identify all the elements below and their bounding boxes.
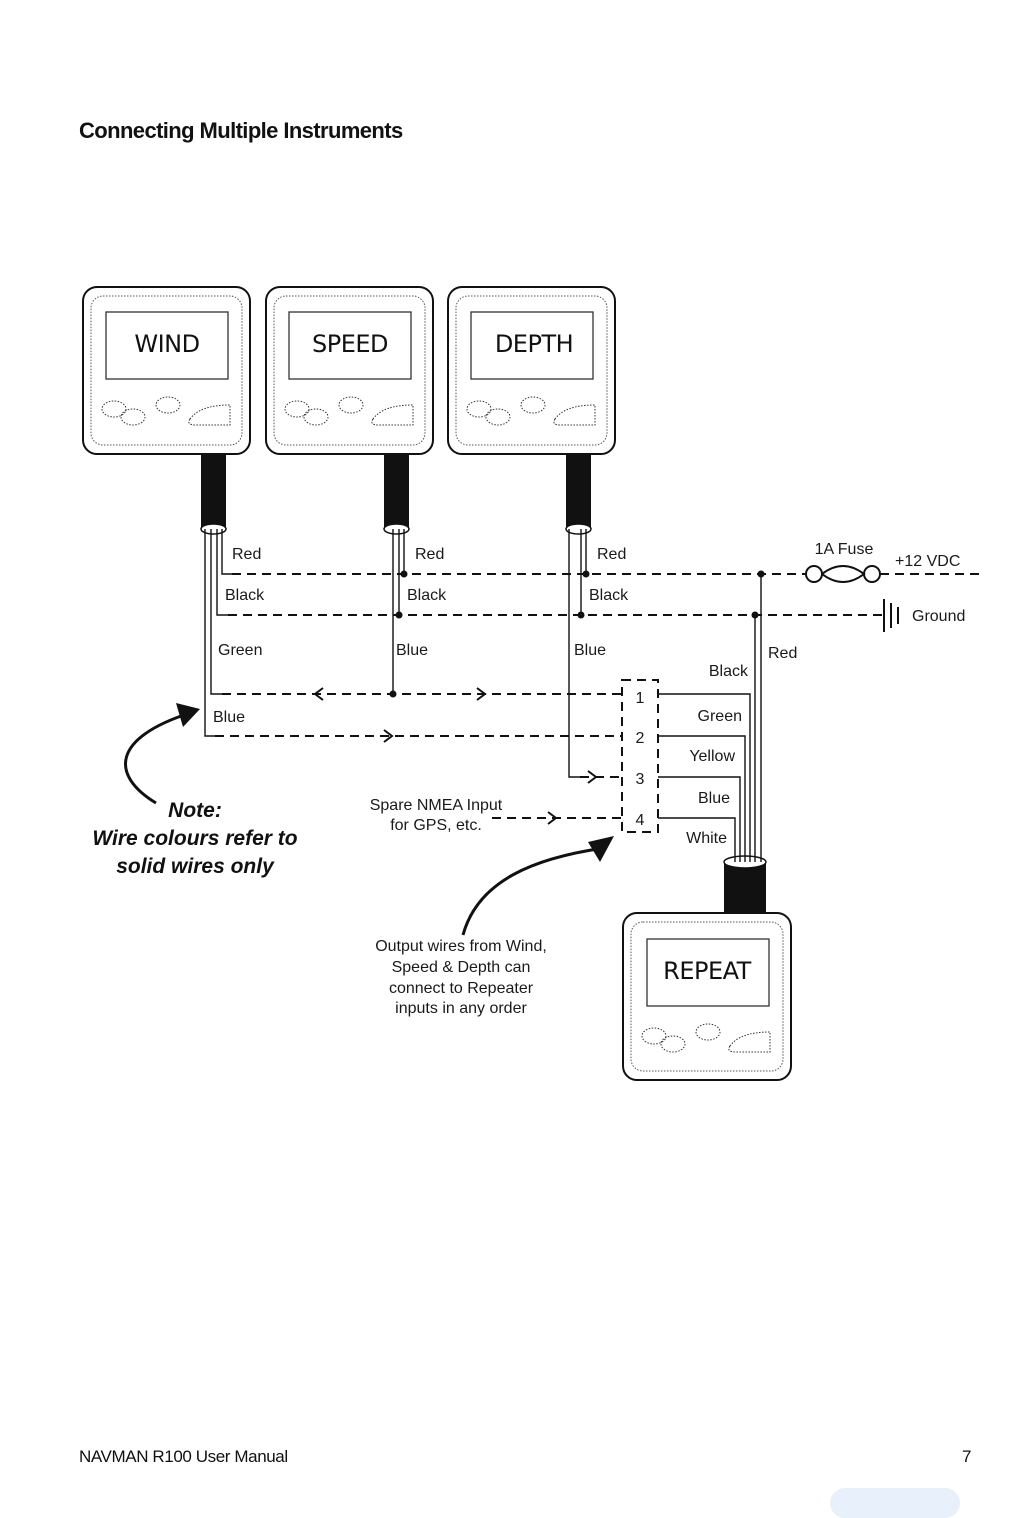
depth-black-label: Black — [589, 587, 629, 604]
arrow-right — [587, 770, 598, 784]
output-note-line1: Output wires from Wind, — [375, 938, 547, 955]
depth-label: DEPTH — [495, 330, 573, 358]
repeat-instrument: REPEAT — [622, 912, 792, 1081]
speed-instrument: SPEED — [265, 286, 434, 455]
speed-wires — [392, 529, 405, 694]
repeat-white-label: White — [686, 830, 727, 847]
repeat-green-label: Green — [698, 708, 742, 725]
wind-label: WIND — [134, 330, 199, 358]
wind-red-label: Red — [232, 546, 261, 563]
repeat-blue-label: Blue — [698, 790, 730, 807]
spare-input-line1: Spare NMEA Input — [370, 797, 503, 814]
repeat-black-label: Black — [709, 663, 749, 680]
wind-black-label: Black — [225, 587, 265, 604]
spare-input-line2: for GPS, etc. — [390, 817, 482, 834]
terminal-block: 1 2 3 4 — [621, 679, 659, 833]
terminal-4: 4 — [636, 812, 645, 829]
speed-label: SPEED — [312, 330, 388, 358]
terminal-3: 3 — [636, 771, 645, 788]
wind-green-label: Green — [218, 642, 262, 659]
note-line2: Wire colours refer to — [92, 827, 297, 850]
data-bus — [215, 687, 622, 825]
wind-blue-label: Blue — [213, 709, 245, 726]
wind-cable — [200, 454, 227, 535]
ground-label: Ground — [912, 608, 965, 625]
repeat-yellow-label: Yellow — [689, 748, 735, 765]
arrow-right — [547, 811, 558, 825]
repeat-red-label: Red — [768, 645, 797, 662]
page-number: 7 — [962, 1447, 972, 1466]
fuse-symbol — [805, 565, 881, 583]
output-note-line4: inputs in any order — [395, 1000, 527, 1017]
depth-wires — [568, 529, 587, 778]
supply-label: +12 VDC — [895, 553, 960, 570]
note-title: Note: — [168, 799, 222, 822]
fuse-label: 1A Fuse — [815, 541, 874, 558]
ground-symbol — [883, 599, 899, 632]
output-note-callout: Output wires from Wind, Speed & Depth ca… — [375, 836, 614, 1017]
output-note-line2: Speed & Depth can — [392, 959, 531, 976]
terminal-1: 1 — [636, 690, 645, 707]
note-callout: Note: Wire colours refer to solid wires … — [92, 703, 298, 878]
repeat-label: REPEAT — [663, 957, 752, 985]
arrow-right — [476, 687, 487, 701]
depth-cable — [565, 454, 592, 535]
repeat-wires — [658, 574, 762, 862]
output-note-line3: connect to Repeater — [389, 980, 534, 997]
speed-blue-label: Blue — [396, 642, 428, 659]
corner-overlay — [830, 1488, 960, 1518]
page-title: Connecting Multiple Instruments — [79, 118, 403, 143]
depth-instrument: DEPTH — [447, 286, 616, 455]
terminal-2: 2 — [636, 730, 645, 747]
speed-black-label: Black — [407, 587, 447, 604]
repeat-cable — [723, 855, 767, 914]
speed-cable — [383, 454, 410, 535]
arrow-left — [313, 687, 324, 701]
wind-wires — [204, 529, 232, 737]
note-line3: solid wires only — [116, 855, 275, 878]
wire-labels: Red Black Green Blue Red Black Blue Red … — [213, 541, 965, 847]
wind-instrument: WIND — [82, 286, 251, 455]
depth-blue-label: Blue — [574, 642, 606, 659]
power-bus — [228, 573, 980, 616]
arrow-right — [383, 729, 394, 743]
speed-red-label: Red — [415, 546, 444, 563]
junction-dots — [389, 570, 765, 698]
footer-manual-title: NAVMAN R100 User Manual — [79, 1447, 288, 1466]
depth-red-label: Red — [597, 546, 626, 563]
